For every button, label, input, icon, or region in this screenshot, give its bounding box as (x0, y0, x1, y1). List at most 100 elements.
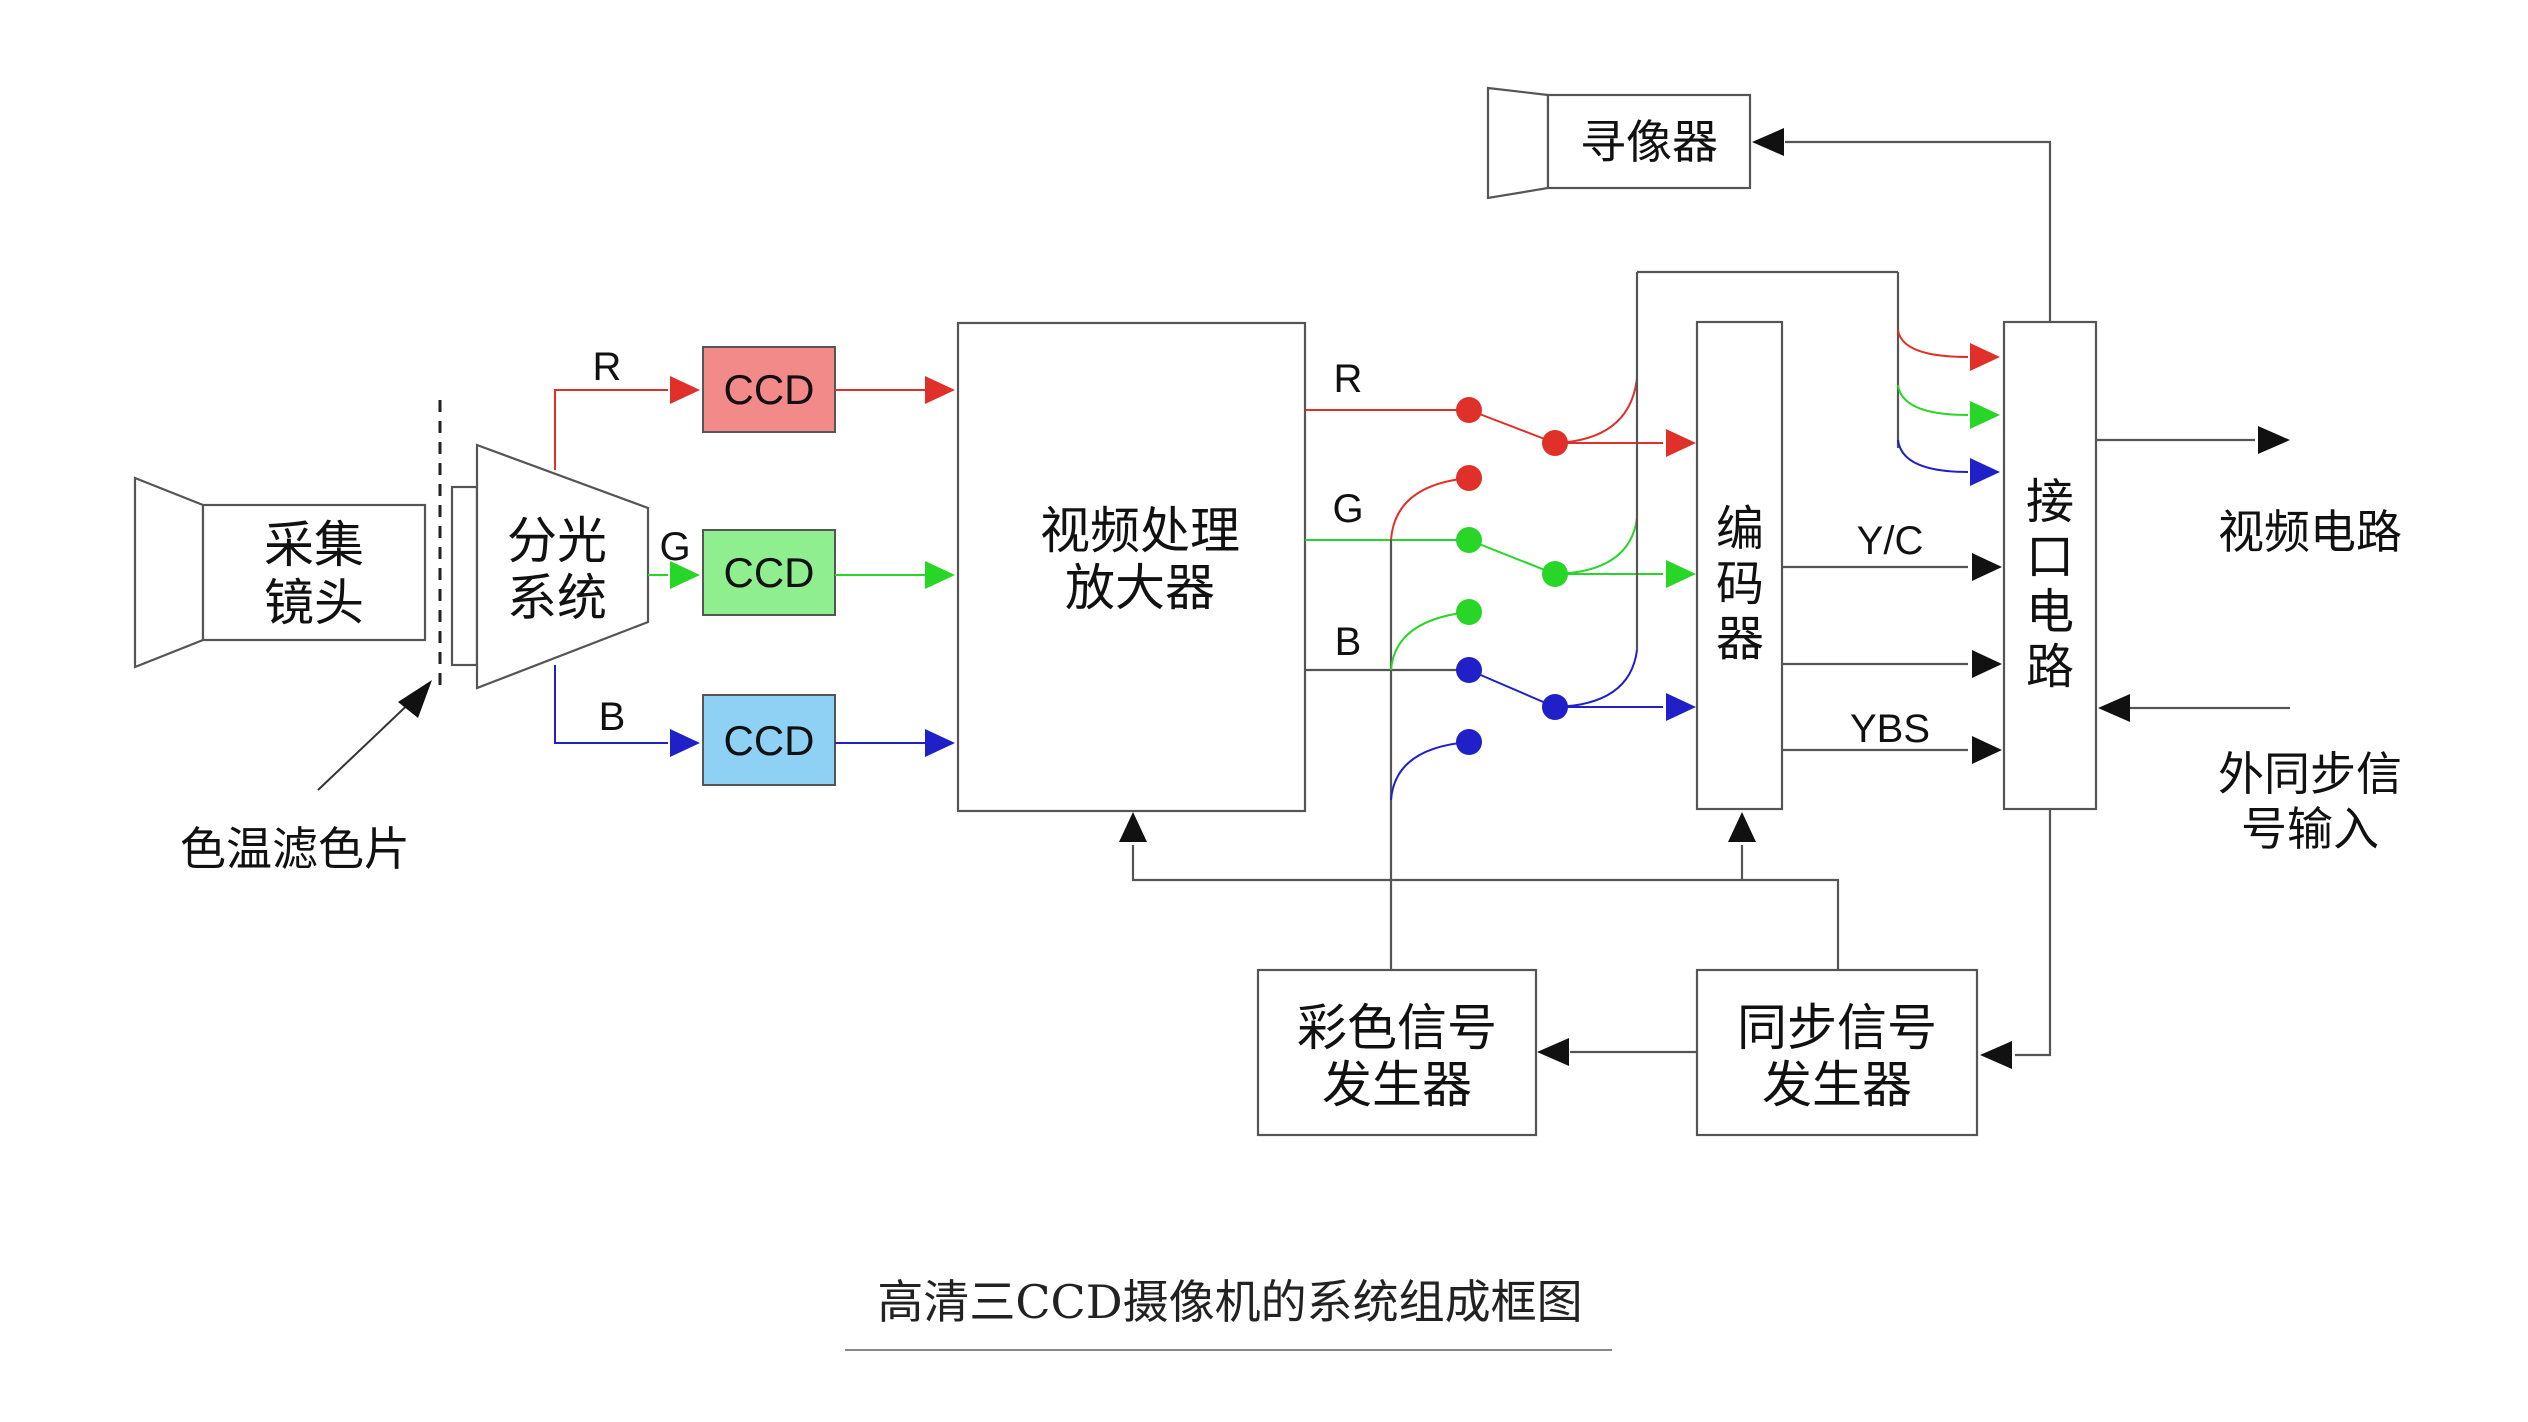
encoder-label-2: 码 (1716, 556, 1764, 612)
color-temp-filter: 色温滤色片 (180, 400, 442, 876)
ext-sync-label-line1: 外同步信 (2218, 747, 2402, 801)
splitter-to-ccd-wires: R G B (554, 345, 700, 757)
splitter-block: 分光 系统 (450, 443, 650, 690)
wire-b-splitter-ccd (554, 665, 668, 744)
arrow-b-interface (1970, 458, 2000, 486)
color-gen-block: 彩色信号 发生器 (1256, 968, 1538, 1137)
encoder-box (1695, 320, 1784, 811)
video-amp-label-line2: 放大器 (1065, 559, 1215, 617)
video-amp-box (956, 321, 1307, 813)
arrow-r-ccd (670, 376, 700, 404)
wire-interface-viewfinder (1785, 140, 2052, 322)
arrow-b-amp (925, 729, 955, 757)
splitter-label-line1: 分光 (507, 512, 607, 570)
contact-g-bottom (1456, 599, 1482, 625)
filter-pointer-arrowhead (398, 680, 432, 718)
bypass-r-to-interface (1897, 329, 1969, 358)
arrow-ybs (1972, 736, 2002, 764)
arrow-r-amp (925, 376, 955, 404)
viewfinder-block: 寻像器 (1486, 86, 1752, 200)
arrow-composite (1972, 650, 2002, 678)
color-gen-box (1256, 968, 1538, 1137)
caption-text: 高清三CCD摄像机的系统组成框图 (877, 1275, 1582, 1329)
contact-r-top (1456, 397, 1482, 423)
switch-g-blade (1468, 539, 1556, 575)
color-gen-label-line2: 发生器 (1322, 1056, 1472, 1114)
arrow-sync-gen (1980, 1041, 2012, 1069)
sync-gen-label-line1: 同步信号 (1737, 999, 1937, 1057)
contact-r-bottom (1456, 465, 1482, 491)
arrow-g-interface (1970, 401, 2000, 429)
arrow-g-encoder (1666, 560, 1696, 588)
switch-to-encoder-wires (1554, 270, 2000, 721)
branch-g-color-gen (1390, 611, 1470, 671)
video-amp-label-line1: 视频处理 (1040, 502, 1240, 560)
contact-b-bottom (1456, 729, 1482, 755)
ccd-green-label: CCD (724, 549, 815, 596)
label-g-out: G (1332, 487, 1363, 531)
arrow-b-ccd (670, 729, 700, 757)
lens-label-line1: 采集 (264, 516, 364, 574)
color-gen-label-line1: 彩色信号 (1297, 999, 1497, 1057)
sync-gen-block: 同步信号 发生器 (1695, 968, 1979, 1137)
label-g-in: G (659, 525, 690, 569)
ccd-to-amp-wires (835, 376, 955, 757)
branch-b-color-gen (1390, 741, 1470, 801)
label-ybs: YBS (1850, 707, 1930, 751)
wire-sync-bus-main (1131, 845, 1840, 970)
bypass-r-curve (1554, 377, 1638, 444)
filter-label: 色温滤色片 (180, 822, 410, 876)
arrow-g-amp (925, 561, 955, 589)
label-r-in: R (593, 345, 622, 389)
splitter-label-line2: 系统 (507, 569, 607, 627)
arrow-sync-amp (1119, 812, 1147, 842)
ext-sync-label-line2: 号输入 (2241, 802, 2379, 856)
branch-r-color-gen (1390, 477, 1470, 541)
wire-r-splitter-ccd (554, 389, 668, 470)
amp-output-switches: R G B (1305, 357, 1568, 970)
interface-label-1: 接 (2026, 474, 2074, 530)
ccd-red-label: CCD (724, 366, 815, 413)
arrow-sync-encoder (1728, 812, 1756, 842)
switch-b-blade (1468, 669, 1556, 708)
label-r-out: R (1334, 357, 1363, 401)
bypass-b-to-interface (1897, 439, 1969, 473)
ccd-blue-block: CCD (702, 694, 836, 786)
sync-bus (1119, 812, 1840, 970)
encoder-label-1: 编 (1716, 501, 1764, 557)
ccd-green-block: CCD (702, 529, 836, 616)
label-yc: Y/C (1857, 519, 1924, 563)
bypass-b-curve (1554, 649, 1638, 708)
arrow-b-encoder (1666, 693, 1696, 721)
interface-label-2: 口 (2026, 529, 2074, 585)
lens-hood-icon (133, 476, 205, 669)
arrow-ext-sync-in (2098, 694, 2130, 722)
contact-g-top (1456, 527, 1482, 553)
arrow-r-encoder (1666, 429, 1696, 457)
ccd-blue-box (702, 694, 836, 786)
filter-pointer-line (317, 694, 419, 791)
video-circuit-label: 视频电路 (2218, 505, 2402, 559)
splitter-flange (450, 485, 479, 667)
arrow-viewfinder (1752, 128, 1784, 156)
switch-r-blade (1468, 409, 1556, 444)
lens-box (201, 503, 427, 642)
viewfinder-box (1546, 93, 1752, 190)
arrow-color-gen (1537, 1038, 1569, 1066)
contact-b-top (1456, 657, 1482, 683)
interface-label-4: 路 (2026, 639, 2074, 695)
arrow-r-interface (1970, 343, 2000, 371)
interface-label-3: 电 (2026, 584, 2074, 640)
ccd-green-box (702, 529, 836, 616)
label-b-in: B (599, 695, 626, 739)
viewfinder-label: 寻像器 (1580, 115, 1718, 169)
interface-io: 视频电路 外同步信 号输入 (1752, 128, 2402, 1069)
arrow-g-ccd (670, 561, 700, 589)
figure-caption: 高清三CCD摄像机的系统组成框图 (845, 1275, 1612, 1351)
ccd-red-box (702, 346, 836, 433)
bypass-g-curve (1554, 517, 1638, 575)
splitter-prism (475, 443, 650, 690)
viewfinder-eyepiece-icon (1486, 86, 1550, 200)
ccd-blue-label: CCD (724, 717, 815, 764)
